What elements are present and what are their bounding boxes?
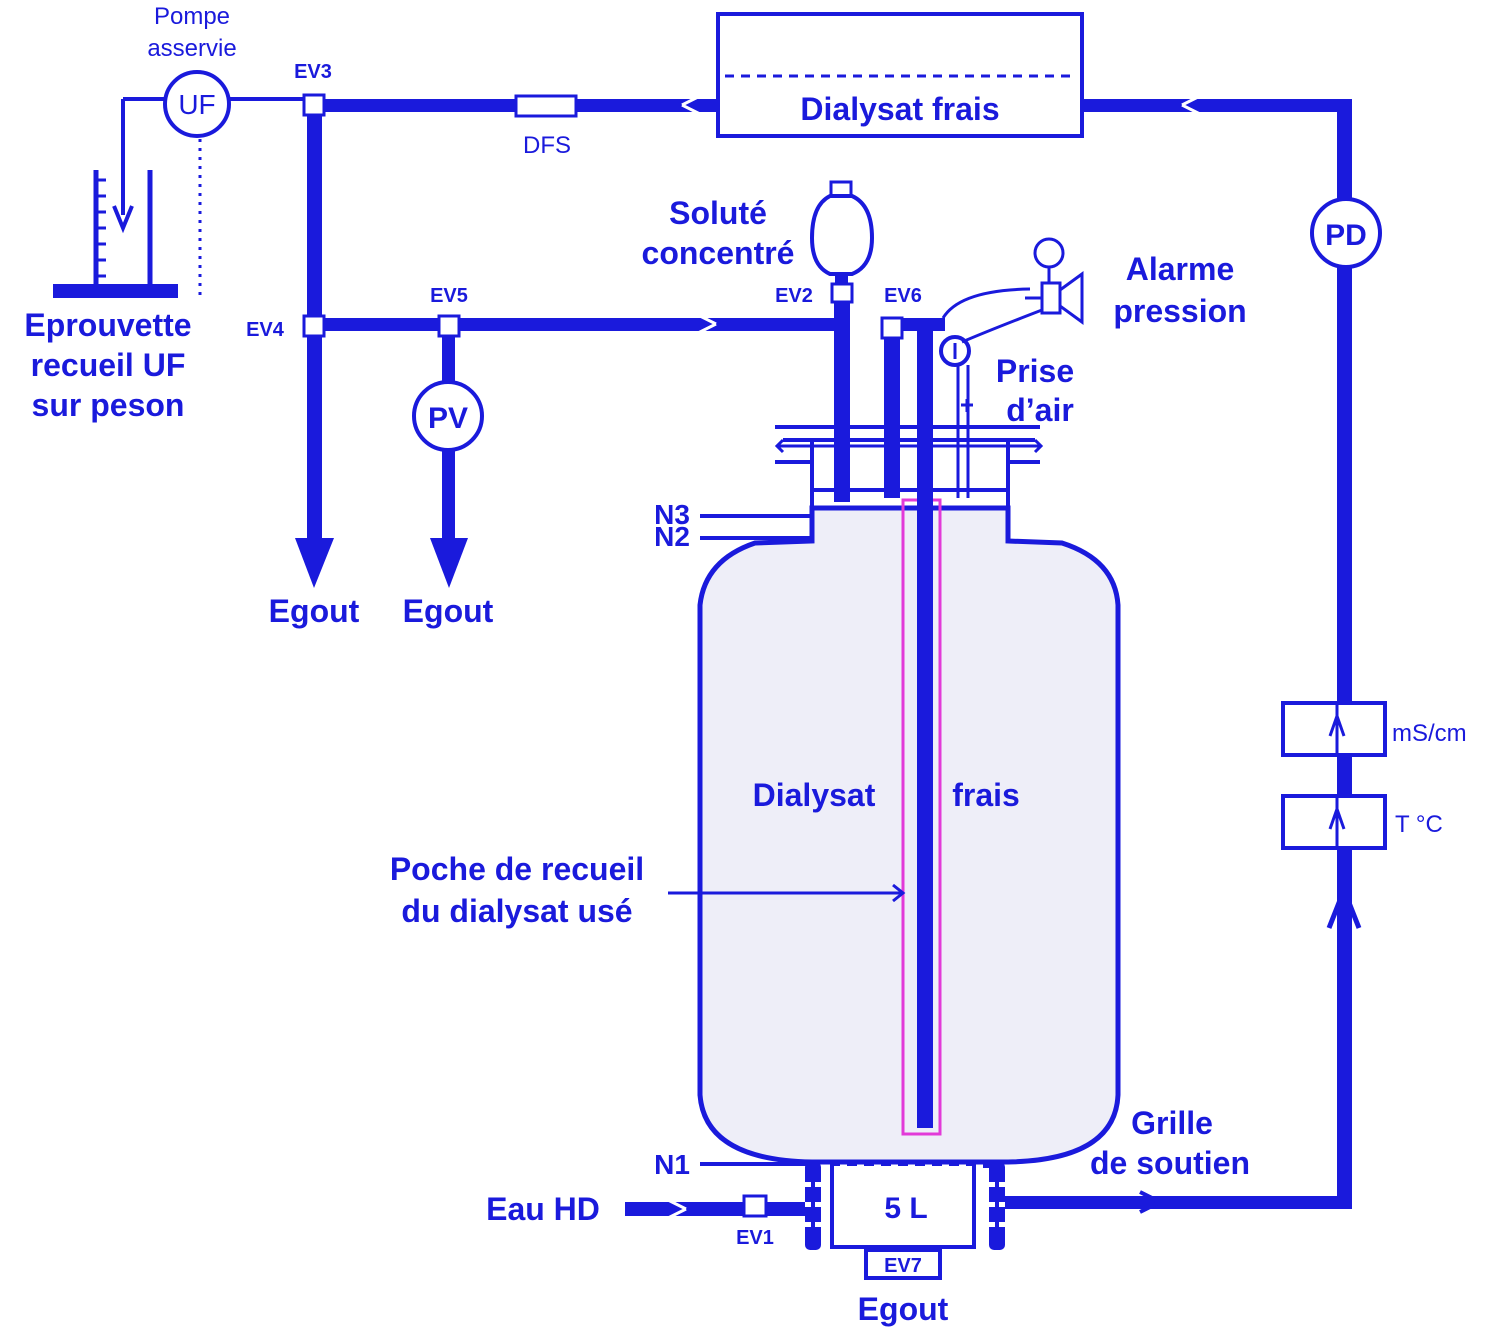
left-vertical-line: [295, 112, 334, 588]
prise-label-1: Prise: [996, 353, 1074, 389]
t-c-label: T °C: [1395, 811, 1443, 838]
ev3-label: EV3: [294, 61, 332, 83]
ev4-valve: [302, 314, 326, 338]
pd-pump: [1310, 197, 1382, 269]
ev6-valve: [880, 316, 904, 340]
n2-label: N2: [654, 521, 690, 552]
alarme-label-1: Alarme: [1126, 251, 1235, 287]
n3-label: N3: [654, 499, 690, 530]
flow-arrow-icon: [112, 205, 134, 234]
alarme-label-2: pression: [1113, 293, 1246, 329]
solute-bottle: [809, 180, 875, 276]
tank-label-left: Dialysat: [753, 777, 876, 813]
tank-lid: [774, 425, 1044, 508]
ev2-label: EV2: [775, 285, 813, 307]
uf-pump: [163, 70, 231, 138]
ev3-valve: [302, 93, 326, 117]
solute-label-2: concentré: [642, 235, 795, 271]
prise-label-2: d’air: [1006, 392, 1074, 428]
graduated-cylinder: [93, 170, 153, 285]
poche-label-2: du dialysat usé: [401, 893, 632, 929]
ev6-tube: [884, 336, 900, 498]
ev1-label: EV1: [736, 1227, 774, 1249]
pv-pump: [412, 380, 484, 452]
ev2-valve: [830, 282, 854, 304]
temperature-sensor: [1281, 794, 1387, 850]
middle-horizontal-line: [322, 318, 842, 331]
eprouvette-label-2: recueil UF: [31, 347, 186, 383]
dfs-label: DFS: [523, 132, 571, 159]
air-intake: [956, 365, 973, 498]
pv-drain-arrow: [430, 538, 468, 588]
top-fresh-dialysate-line: [316, 99, 1352, 1209]
scale-base: [53, 284, 178, 298]
ev1-valve: [742, 1194, 768, 1218]
grille-label-2: de soutien: [1090, 1145, 1250, 1181]
ms-cm-label: mS/cm: [1392, 720, 1467, 747]
ev6-label: EV6: [884, 285, 922, 307]
reservoir-label: Dialysat frais: [800, 91, 999, 127]
tank-label-right: frais: [952, 777, 1020, 813]
solute-label-1: Soluté: [669, 195, 767, 231]
conductivity-sensor: [1281, 701, 1387, 757]
alarm-horn-icon: [941, 237, 1084, 344]
eau-hd-line: [625, 1202, 805, 1216]
flow-arrow-icon: [681, 93, 703, 117]
five-l-label: 5 L: [884, 1192, 927, 1225]
tank-body: [697, 505, 1121, 1165]
ev7-valve: [864, 1248, 942, 1280]
ev4-label: EV4: [246, 319, 285, 341]
ev5-label: EV5: [430, 285, 468, 307]
seal-notches: [805, 1182, 1005, 1227]
sump-5l: [830, 1166, 976, 1249]
poche-label-1: Poche de recueil: [390, 851, 644, 887]
flow-arrow-icon: [1181, 93, 1203, 117]
dfs-filter: [514, 94, 578, 118]
eprouvette-label-1: Eprouvette: [24, 307, 191, 343]
uf-label: UF: [178, 89, 215, 120]
central-dip-tube: [917, 322, 933, 1128]
pompe-label-1: Pompe: [154, 3, 230, 30]
poche-arrow-icon: [892, 883, 906, 903]
egout-label-3: Egout: [858, 1291, 949, 1327]
eprouvette-label-3: sur peson: [32, 387, 185, 423]
flow-arrow-icon: [695, 312, 717, 336]
egout-label-2: Egout: [403, 593, 494, 629]
egout-label-1: Egout: [269, 593, 360, 629]
middle-horizontal-line: [900, 318, 945, 331]
solute-tube: [834, 302, 850, 502]
pv-label: PV: [428, 402, 468, 435]
eau-hd-label: Eau HD: [486, 1191, 600, 1227]
flow-arrow-icon: [1139, 1190, 1161, 1214]
flow-arrow-icon: [665, 1197, 687, 1221]
flow-arrow-icon: [1326, 889, 1362, 929]
n1-label: N1: [654, 1149, 690, 1180]
ev5-valve: [437, 314, 461, 338]
ev7-label: EV7: [884, 1255, 922, 1277]
pd-label: PD: [1325, 219, 1367, 252]
pompe-label-2: asservie: [147, 35, 236, 62]
grille-label-1: Grille: [1131, 1105, 1213, 1141]
